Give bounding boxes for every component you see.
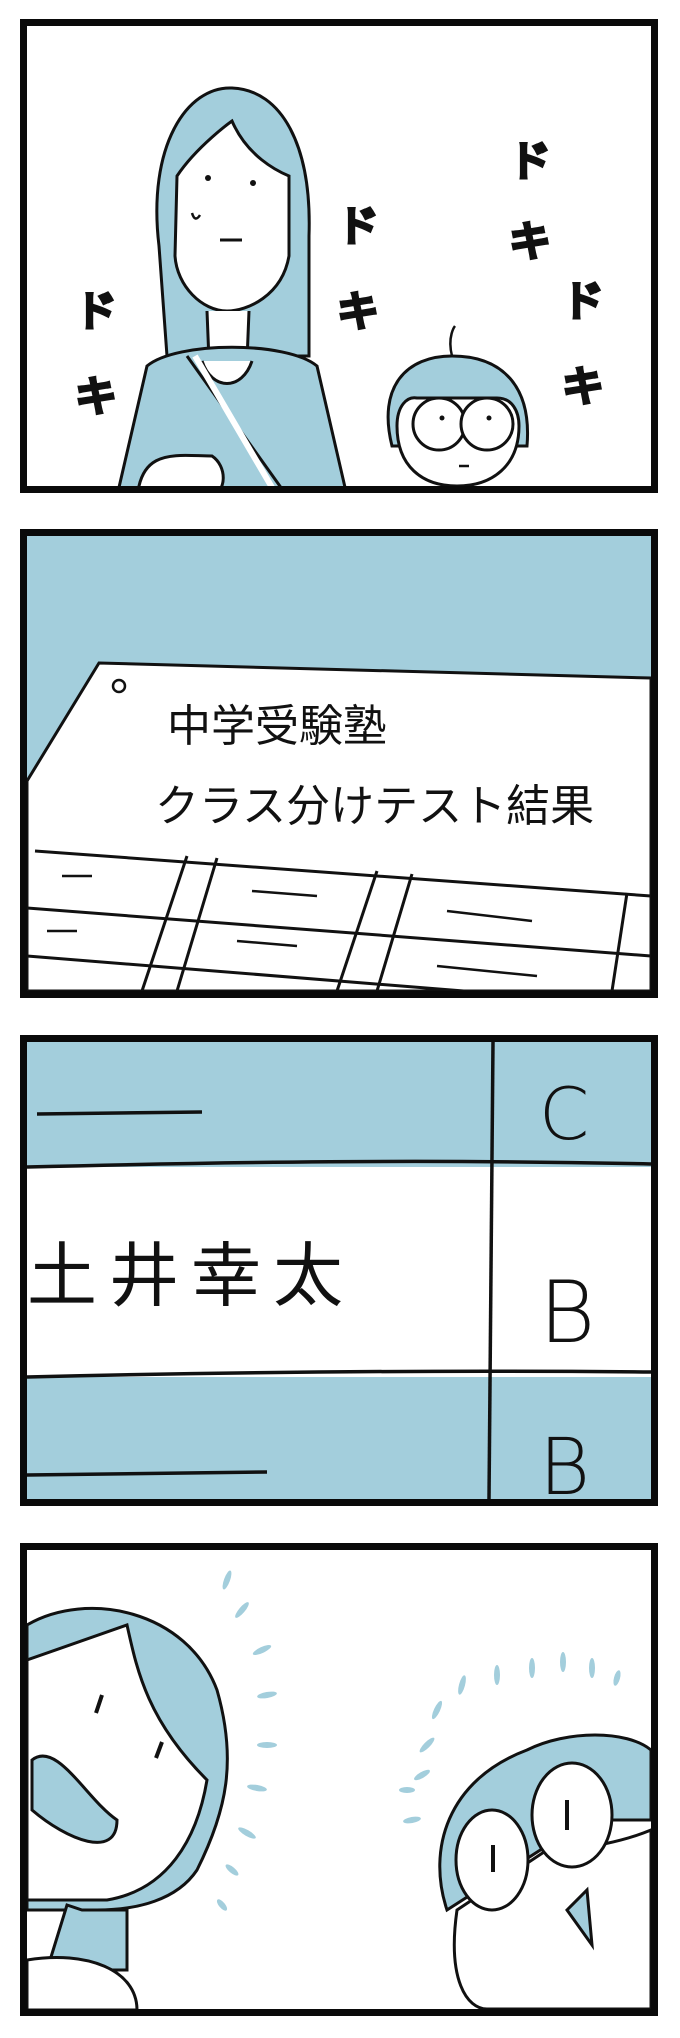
svg-text:ド: ド (562, 277, 604, 326)
grade-cell-b-partial: B (539, 1423, 590, 1499)
table-row-highlighted: 土井幸太 B (27, 1235, 595, 1363)
panel-1-illustration: ド キ ド キ ド キ ド キ (74, 86, 606, 486)
sfx-doki-right-2: ド キ (561, 276, 606, 413)
svg-text:ド: ド (337, 202, 379, 251)
table-placeholder-marks (47, 874, 538, 978)
results-table-grid (27, 849, 651, 991)
svg-text:ド: ド (75, 287, 117, 336)
sfx-doki-center: ド キ (336, 201, 381, 338)
results-table-closeup: C 土井幸太 B B (27, 1042, 651, 1499)
sheet-title-line1: 中学受験塾 (167, 701, 387, 752)
panel-4-illustration (27, 1570, 651, 2009)
table-row: C (539, 1072, 589, 1156)
svg-text:キ: キ (75, 372, 117, 421)
panel-1: ド キ ド キ ド キ ド キ (20, 19, 658, 493)
panel-2: 中学受験塾 クラス分けテスト結果 (20, 529, 658, 998)
sfx-doki-left: ド キ (74, 286, 119, 423)
svg-text:キ: キ (337, 287, 379, 336)
surprise-effect-lines (216, 1570, 621, 1911)
sfx-doki-right-1: ド キ (508, 136, 553, 268)
grade-cell-c: C (539, 1072, 589, 1156)
student-name: 土井幸太 (27, 1235, 355, 1317)
panel-4 (20, 1543, 658, 2016)
grade-cell-b: B (539, 1263, 595, 1363)
svg-text:キ: キ (509, 217, 551, 266)
panel-3: C 土井幸太 B B (20, 1035, 658, 1506)
sheet-title-line2: クラス分けテスト結果 (155, 781, 594, 832)
svg-text:キ: キ (562, 362, 604, 411)
svg-text:ド: ド (509, 137, 551, 186)
results-sheet-illustration: 中学受験塾 クラス分けテスト結果 (27, 661, 651, 991)
table-row: B (539, 1423, 590, 1499)
